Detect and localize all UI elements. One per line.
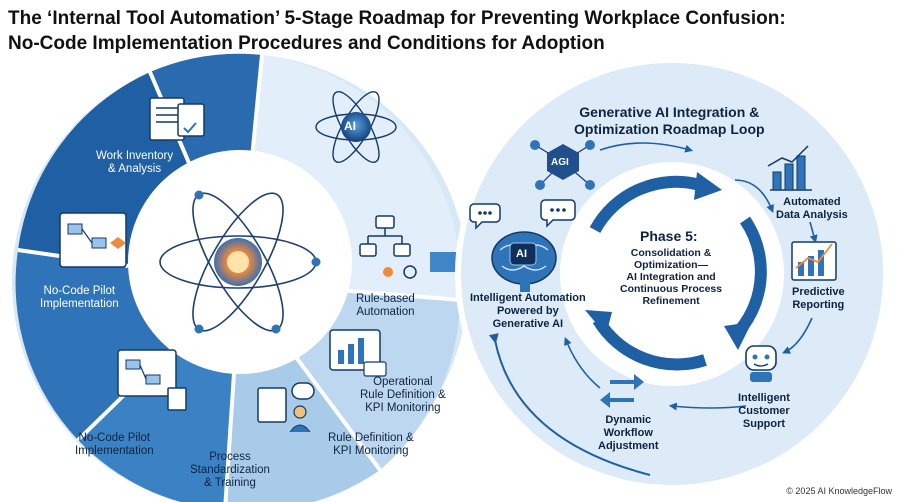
- workflow-icon: [117, 349, 187, 411]
- title-line-1: The ‘Internal Tool Automation’ 5-Stage R…: [8, 8, 786, 29]
- agi-badge: AGI: [551, 157, 569, 168]
- agi-network-icon: [530, 140, 595, 190]
- label-predictive-reporting: Predictive Reporting: [792, 286, 845, 311]
- atom-center-icon: [159, 190, 321, 334]
- label-work-inventory: Work Inventory & Analysis: [96, 150, 174, 175]
- robot-support-icon: [745, 345, 777, 382]
- chat-dots: [478, 208, 566, 215]
- phase-title: Phase 5:: [640, 228, 698, 244]
- label-intelligent-automation: Intelligent Automation Powered by Genera…: [470, 292, 586, 330]
- ai-badge-right: AI: [516, 248, 527, 260]
- training-book-icon: [257, 382, 315, 433]
- label-rule-based: Rule-based Automation: [356, 293, 415, 318]
- refresh-workflow-icon: [610, 380, 634, 402]
- label-dynamic-workflow: Dynamic Workflow Adjustment: [598, 414, 659, 452]
- refresh-arrowheads: [600, 374, 644, 408]
- flowchart-icon: [59, 212, 127, 268]
- page-title: The ‘Internal Tool Automation’ 5-Stage R…: [8, 6, 892, 56]
- right-loop-rim: [455, 57, 889, 491]
- label-rule-definition: Rule Definition & KPI Monitoring: [328, 432, 414, 457]
- loop-flow-arrows: [564, 142, 818, 411]
- label-pilot-outer: No-Code Pilot Implementation: [75, 432, 154, 457]
- bar-chart-icon: [767, 145, 812, 191]
- label-intelligent-customer-support: Intelligent Customer Support: [738, 392, 790, 430]
- label-standardization: Process Standardization & Training: [190, 451, 270, 489]
- ai-atom-icon: [315, 91, 397, 163]
- right-loop: [455, 57, 889, 491]
- left-cycle: [12, 53, 468, 502]
- footer-copyright: © 2025 AI KnowledgeFlow: [786, 486, 892, 496]
- cycle-arrowheads: [585, 172, 752, 350]
- outer-return-arrow: [488, 333, 651, 476]
- hierarchy-icon: [359, 215, 417, 279]
- chat-bubble-icons: [469, 199, 576, 230]
- kpi-chart-icon: [329, 329, 387, 377]
- phase-description: Consolidation & Optimization— AI Integra…: [620, 247, 723, 307]
- loop-heading: Generative AI Integration & Optimization…: [574, 104, 765, 137]
- label-operational: Operational Rule Definition & KPI Monito…: [360, 376, 446, 414]
- ai-brain-icon: [491, 231, 557, 292]
- cycle-arrows: [589, 175, 767, 371]
- label-pilot-inner: No-Code Pilot Implementation: [40, 285, 119, 310]
- title-line-2: No-Code Implementation Procedures and Co…: [8, 33, 605, 54]
- ai-badge-left: AI: [344, 119, 356, 133]
- trend-chart-icon: [791, 241, 837, 281]
- label-automated-data-analysis: Automated Data Analysis: [776, 196, 848, 221]
- document-icon: [149, 97, 205, 141]
